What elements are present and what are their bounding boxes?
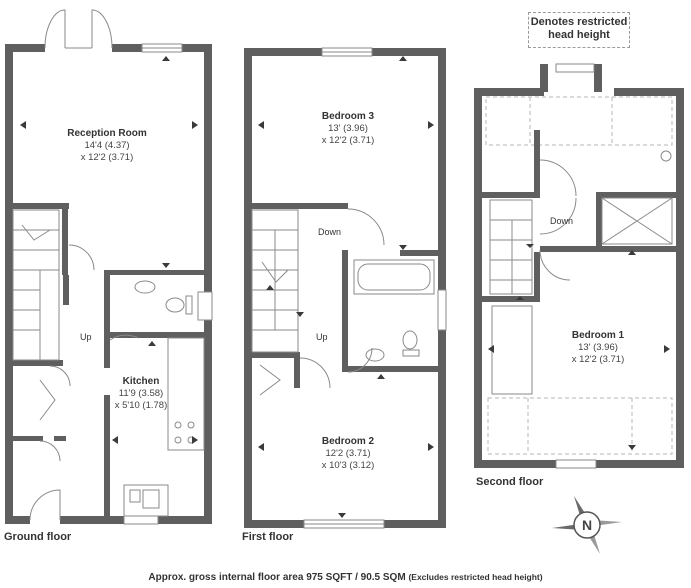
compass-icon: N	[552, 496, 622, 554]
second-floor-arrows	[488, 244, 670, 450]
floor-area-text: Approx. gross internal floor area 975 SQ…	[148, 572, 406, 583]
room-name: Bedroom 1	[571, 330, 625, 341]
floor-label-ground: Ground floor	[4, 531, 72, 543]
restricted-head-height-legend: Denotes restricted head height	[528, 12, 630, 48]
floor-label-first: First floor	[242, 531, 294, 543]
room-bedroom-3: Bedroom 3 13' (3.96) x 12'2 (3.71)	[300, 111, 396, 147]
stairs-up-label-ground: Up	[80, 332, 92, 342]
floor-label-second: Second floor	[476, 476, 544, 488]
room-kitchen: Kitchen 11'9 (3.58) x 5'10 (1.78)	[108, 376, 174, 412]
room-dim-1: 13' (3.96)	[578, 342, 618, 353]
room-dim-1: 13' (3.96)	[328, 123, 368, 134]
room-name: Kitchen	[122, 376, 160, 387]
room-bedroom-1: Bedroom 1 13' (3.96) x 12'2 (3.71)	[546, 330, 650, 366]
legend-line-2: head height	[548, 29, 610, 41]
floor-area-footer: Approx. gross internal floor area 975 SQ…	[0, 572, 691, 583]
room-dim-1: 12'2 (3.71)	[325, 448, 371, 459]
room-dim-2: x 5'10 (1.78)	[114, 400, 168, 411]
room-dim-2: x 12'2 (3.71)	[571, 354, 625, 365]
room-reception: Reception Room 14'4 (4.37) x 12'2 (3.71)	[52, 128, 162, 164]
floor-area-note: (Excludes restricted head height)	[408, 572, 543, 582]
first-floor-fixtures	[251, 47, 447, 529]
second-floor-fixtures	[489, 63, 673, 469]
ground-floor-walls	[5, 44, 212, 524]
legend-line-1: Denotes restricted	[530, 16, 628, 28]
room-bedroom-2: Bedroom 2 12'2 (3.71) x 10'3 (3.12)	[300, 436, 396, 472]
room-dim-2: x 10'3 (3.12)	[321, 460, 375, 471]
stairs-down-label-second: Down	[550, 216, 574, 226]
ground-floor-fixtures	[12, 9, 213, 525]
room-name: Reception Room	[67, 128, 147, 139]
room-dim-2: x 12'2 (3.71)	[80, 152, 134, 163]
room-dim-1: 14'4 (4.37)	[84, 140, 130, 151]
room-name: Bedroom 3	[321, 111, 375, 122]
second-floor-walls	[474, 64, 684, 468]
first-floor-arrows	[258, 56, 434, 518]
ground-floor-arrows	[20, 56, 198, 444]
restricted-head-height-zones	[485, 96, 673, 455]
stairs-down-label-first: Down	[318, 227, 342, 237]
stairs-up-label-first: Up	[316, 332, 328, 342]
compass-north-letter: N	[582, 517, 592, 533]
room-dim-2: x 12'2 (3.71)	[321, 135, 375, 146]
room-name: Bedroom 2	[321, 436, 375, 447]
room-dim-1: 11'9 (3.58)	[118, 388, 164, 399]
